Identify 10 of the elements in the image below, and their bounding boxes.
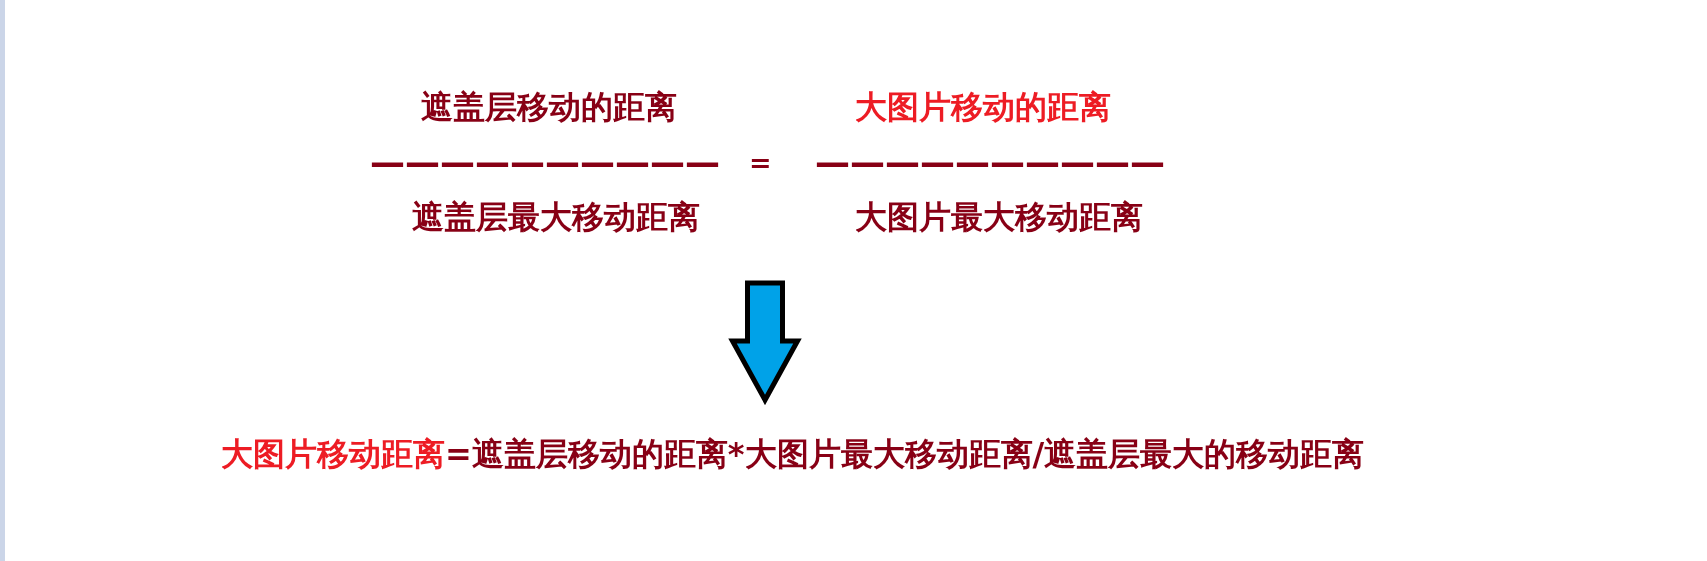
dash-label: —————————— [815, 146, 1165, 181]
numerator-text: 遮盖层移动的距离 [421, 92, 677, 124]
denominator-text: 遮盖层最大移动距离 [412, 202, 700, 234]
result-term: 大图片移动距离 [221, 435, 445, 473]
equals-sign: = [749, 149, 772, 176]
denominator-text: 大图片最大移动距离 [855, 202, 1143, 234]
arrow [728, 280, 802, 406]
dash-label: —————————— [370, 146, 720, 181]
numerator-text: 大图片移动的距离 [855, 92, 1111, 124]
formula-text: =遮盖层移动的距离*大图片最大移动距离/遮盖层最大的移动距离 [445, 435, 1365, 473]
